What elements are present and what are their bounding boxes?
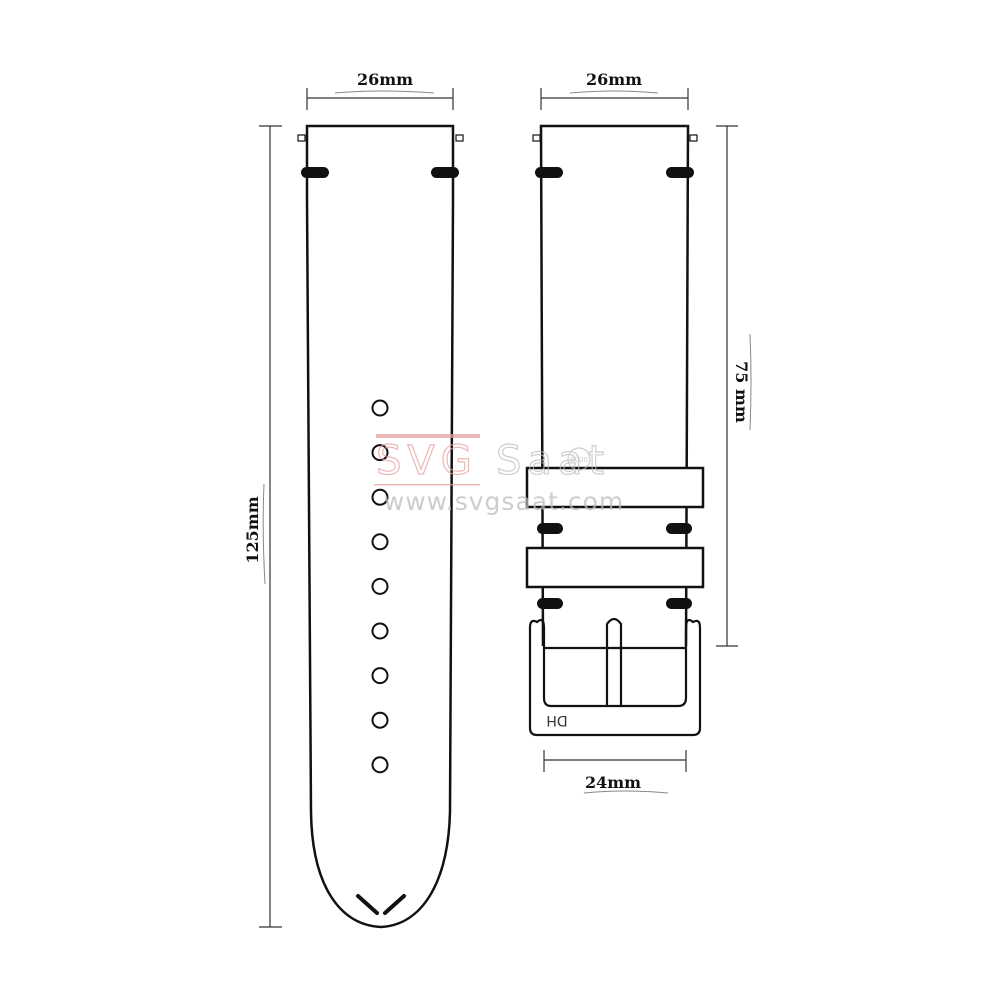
- strap-hole-icon: [371, 488, 389, 506]
- watermark: SVG Saat 0000 www.svgsaat.com: [374, 434, 625, 516]
- keeper-loop-upper: [525, 466, 705, 509]
- buckle-strap-outline: [539, 124, 690, 647]
- long-strap: [297, 124, 464, 929]
- spring-bar-pin-icon: [297, 134, 306, 142]
- buckle-tongue: [605, 617, 623, 706]
- stitch-mark-icon: [666, 167, 694, 178]
- watermark-rule: [374, 484, 480, 486]
- spring-bar-pin-icon: [532, 134, 541, 142]
- stitch-mark-icon: [537, 523, 563, 534]
- stitch-mark-icon: [535, 167, 563, 178]
- buckle-strap: DH: [525, 124, 705, 737]
- spring-bar-pin-icon: [689, 134, 698, 142]
- dimension-lines: [259, 88, 738, 928]
- stitch-mark-icon: [537, 598, 563, 609]
- strap-hole-icon: [371, 667, 389, 685]
- long-strap-length-label: 125mm: [243, 496, 262, 563]
- buckle-width-label: 24mm: [585, 773, 641, 792]
- buckle-strap-width-label: 26mm: [586, 70, 642, 89]
- strap-hole-icon: [371, 533, 389, 551]
- watermark-tiny-mark: 0000: [570, 456, 588, 464]
- strap-hole-icon: [371, 756, 389, 774]
- buckle-frame-outer: [528, 618, 702, 737]
- strap-hole-icon: [371, 711, 389, 729]
- keeper-loop-lower: [525, 546, 705, 589]
- stitch-mark-icon: [666, 598, 692, 609]
- buckle-strap-length-label: 75 mm: [732, 361, 751, 423]
- strap-hole-icon: [371, 399, 389, 417]
- label-underlines: [262, 90, 752, 794]
- watermark-brand-left: SVG: [376, 438, 478, 484]
- stitch-mark-icon: [666, 523, 692, 534]
- strap-hole-icon: [371, 444, 389, 462]
- strap-hole-icon: [371, 622, 389, 640]
- strap-hole-icon: [371, 577, 389, 595]
- watermark-url: www.svgsaat.com: [384, 487, 625, 516]
- v-stitch-icon: [356, 894, 406, 915]
- watermark-brand-right: Saat: [496, 438, 610, 484]
- strap-holes: [371, 399, 389, 774]
- buckle-engraving: DH: [546, 712, 567, 728]
- stitch-mark-icon: [301, 167, 329, 178]
- spring-bar-pin-icon: [455, 134, 464, 142]
- watermark-bar: [376, 434, 480, 438]
- long-strap-outline: [305, 124, 455, 929]
- clock-icon: [567, 447, 591, 471]
- stitch-mark-icon: [431, 167, 459, 178]
- buckle: DH: [528, 617, 702, 737]
- long-strap-width-label: 26mm: [357, 70, 413, 89]
